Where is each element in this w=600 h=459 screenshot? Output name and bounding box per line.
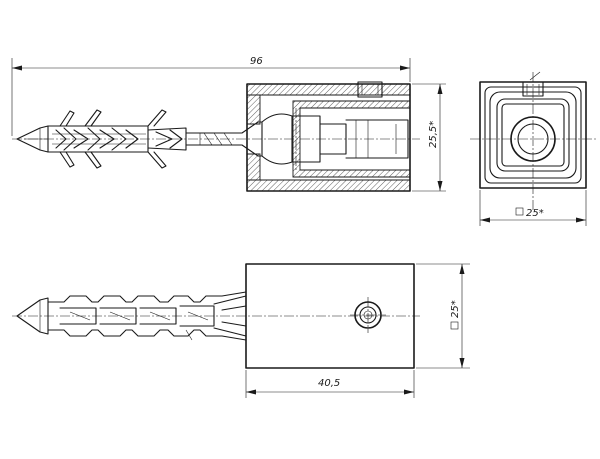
- top-dowel: [16, 109, 187, 169]
- end-view: 25*: [470, 71, 596, 226]
- dim-body-length-label: 40,5: [318, 378, 340, 389]
- top-screw: [185, 121, 263, 157]
- dim-overall-length: 96: [11, 56, 411, 136]
- top-set-screw: [357, 81, 383, 98]
- dim-overall-length-label: 96: [250, 56, 263, 67]
- dim-body-length: 40,5: [245, 370, 415, 398]
- side-set-screw: [350, 297, 386, 333]
- dim-side-square: 25*: [416, 263, 470, 369]
- side-view: 25* 40,5: [12, 263, 470, 398]
- side-body: [245, 263, 415, 369]
- top-section-view: 96 25,5*: [11, 56, 446, 192]
- end-set-screw: [522, 81, 544, 97]
- dim-body-height: 25,5*: [412, 83, 446, 192]
- top-inner-bolt: [261, 108, 409, 170]
- dim-body-height-label: 25,5*: [428, 121, 439, 148]
- dim-end-square-label: 25*: [526, 208, 544, 219]
- end-center-hole: [510, 116, 556, 162]
- dim-end-square: 25*: [479, 190, 587, 226]
- side-dowel: [16, 291, 247, 341]
- top-housing: [246, 81, 411, 192]
- dim-side-square-label: 25*: [450, 300, 461, 318]
